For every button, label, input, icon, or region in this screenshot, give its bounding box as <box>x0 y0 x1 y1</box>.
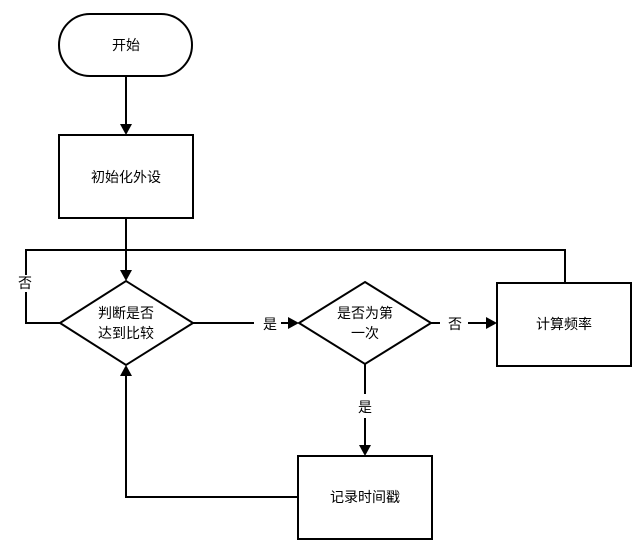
first-decision-label-line1: 是否为第 <box>337 305 393 322</box>
start-node <box>58 13 193 77</box>
edge-label-first-no: 否 <box>448 317 462 333</box>
calc-freq-node <box>496 282 632 367</box>
edge-compare-no-loop <box>25 292 60 324</box>
start-label: 开始 <box>112 38 140 54</box>
edge-record-to-compare <box>125 376 298 498</box>
calc-freq-label: 计算频率 <box>536 316 592 333</box>
arrow-record-to-compare <box>120 365 132 376</box>
arrow-start-to-init <box>120 124 132 135</box>
first-decision-node <box>297 280 433 366</box>
arrow-init-to-compare <box>120 270 132 281</box>
arrow-compare-to-first <box>288 317 299 329</box>
init-node <box>58 134 194 219</box>
compare-decision-label-line2: 达到比较 <box>98 326 154 342</box>
record-timestamp-label: 记录时间戳 <box>330 490 400 506</box>
compare-decision-label-line1: 判断是否 <box>98 306 154 322</box>
init-label: 初始化外设 <box>91 169 161 186</box>
edge-label-compare-yes: 是 <box>263 317 277 333</box>
edge-label-compare-no: 否 <box>18 276 32 292</box>
edge-calc-to-loop-top <box>25 249 566 283</box>
compare-decision-node <box>58 279 195 367</box>
record-timestamp-node <box>297 455 433 540</box>
edge-label-first-yes: 是 <box>358 400 372 416</box>
first-decision-label-line2: 一次 <box>351 326 379 342</box>
arrow-first-to-record <box>359 445 371 456</box>
arrow-first-to-calc <box>486 317 497 329</box>
